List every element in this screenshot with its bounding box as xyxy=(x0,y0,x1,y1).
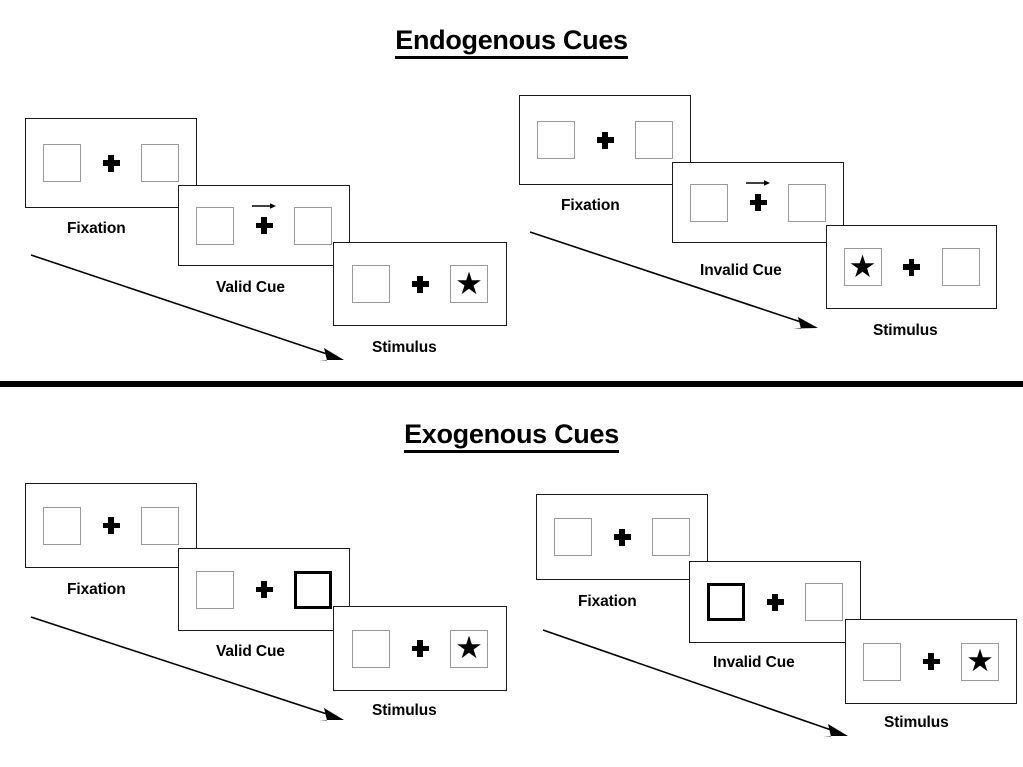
cue-arrow-right-icon xyxy=(252,202,276,209)
star-icon: ★ xyxy=(966,643,994,678)
caption-exogenous-valid-fixation: Fixation xyxy=(67,581,126,598)
box-right xyxy=(788,183,826,222)
caption-endogenous-valid-stimulus: Stimulus xyxy=(372,339,437,356)
box-left xyxy=(43,144,81,182)
caption-endogenous-valid-fixation: Fixation xyxy=(67,220,126,237)
center-slot xyxy=(899,245,925,289)
box-left xyxy=(196,570,234,609)
frame-content: ★ xyxy=(334,243,506,325)
frame-exogenous-valid-stimulus: ★ xyxy=(333,606,507,691)
frame-exogenous-valid-fixation xyxy=(25,483,197,568)
box-left xyxy=(43,506,81,545)
fixation-cross-icon xyxy=(411,275,429,293)
caption-exogenous-invalid-stimulus: Stimulus xyxy=(884,714,949,731)
box-right xyxy=(805,583,843,621)
box-right: ★ xyxy=(450,629,488,668)
frame-content: ★ xyxy=(827,226,996,308)
frame-content xyxy=(520,96,690,184)
caption-exogenous-valid-cue: Valid Cue xyxy=(216,643,285,660)
fixation-cross-icon xyxy=(596,131,614,149)
frame-content xyxy=(26,484,196,567)
cue-arrow-right-icon xyxy=(746,179,770,186)
frame-exogenous-invalid-cue xyxy=(689,561,861,643)
fixation-cross-icon xyxy=(411,640,429,657)
fixation-cross-icon xyxy=(255,217,273,234)
center-slot xyxy=(609,515,635,559)
fixation-cross-icon xyxy=(613,528,631,546)
caption-endogenous-invalid-stimulus: Stimulus xyxy=(873,322,938,339)
frame-endogenous-valid-stimulus: ★ xyxy=(333,242,507,326)
box-right xyxy=(941,248,980,286)
star-icon: ★ xyxy=(455,630,483,665)
center-slot xyxy=(745,179,771,225)
frame-content xyxy=(537,495,707,579)
caption-exogenous-invalid-fixation: Fixation xyxy=(578,593,637,610)
box-left-highlighted xyxy=(707,583,745,621)
section-title-endogenous-text: Endogenous Cues xyxy=(395,25,628,59)
frame-content xyxy=(673,163,843,242)
frame-endogenous-valid-cue xyxy=(178,185,350,266)
fixation-cross-icon xyxy=(102,517,120,534)
fixation-cross-icon xyxy=(102,154,120,172)
timeline-arrow-exogenous-invalid xyxy=(542,629,848,737)
box-right xyxy=(141,144,179,182)
box-left xyxy=(554,518,592,556)
section-divider xyxy=(0,381,1023,387)
frame-content xyxy=(26,119,196,207)
center-slot xyxy=(918,640,944,684)
caption-exogenous-invalid-cue: Invalid Cue xyxy=(713,654,795,671)
center-slot xyxy=(251,568,277,612)
box-right: ★ xyxy=(450,265,488,303)
center-slot xyxy=(98,504,124,548)
box-left xyxy=(352,265,390,303)
frame-content xyxy=(179,186,349,265)
box-left: ★ xyxy=(843,248,882,286)
frame-content xyxy=(179,549,349,630)
frame-content xyxy=(690,562,860,642)
frame-endogenous-invalid-cue xyxy=(672,162,844,243)
frame-endogenous-invalid-stimulus: ★ xyxy=(826,225,997,309)
timeline-arrow-endogenous-invalid xyxy=(529,231,818,329)
center-slot xyxy=(407,262,433,306)
box-right-highlighted xyxy=(294,570,332,609)
fixation-cross-icon xyxy=(903,258,920,276)
timeline-arrow-endogenous-valid xyxy=(30,254,344,361)
section-title-exogenous: Exogenous Cues xyxy=(0,419,1023,453)
center-slot xyxy=(98,141,124,185)
star-icon: ★ xyxy=(848,248,877,284)
box-right xyxy=(635,121,673,159)
frame-endogenous-valid-fixation xyxy=(25,118,197,208)
frame-content: ★ xyxy=(334,607,506,690)
caption-endogenous-invalid-fixation: Fixation xyxy=(561,197,620,214)
fixation-cross-icon xyxy=(922,653,940,670)
section-title-exogenous-text: Exogenous Cues xyxy=(404,419,619,453)
box-left xyxy=(863,642,901,681)
center-slot xyxy=(762,580,788,624)
box-right xyxy=(652,518,690,556)
frame-endogenous-invalid-fixation xyxy=(519,95,691,185)
center-slot xyxy=(251,202,277,248)
caption-endogenous-valid-cue: Valid Cue xyxy=(216,279,285,296)
fixation-cross-icon xyxy=(766,593,784,611)
frame-exogenous-invalid-stimulus: ★ xyxy=(845,619,1017,704)
caption-exogenous-valid-stimulus: Stimulus xyxy=(372,702,437,719)
box-left xyxy=(352,629,390,668)
center-slot xyxy=(407,627,433,671)
box-left xyxy=(537,121,575,159)
fixation-cross-icon xyxy=(255,581,273,598)
box-right xyxy=(141,506,179,545)
box-right xyxy=(294,206,332,245)
section-title-endogenous: Endogenous Cues xyxy=(0,25,1023,59)
box-right: ★ xyxy=(961,642,999,681)
caption-endogenous-invalid-cue: Invalid Cue xyxy=(700,262,782,279)
frame-exogenous-valid-cue xyxy=(178,548,350,631)
box-left xyxy=(196,206,234,245)
center-slot xyxy=(592,118,618,162)
star-icon: ★ xyxy=(455,265,483,301)
fixation-cross-icon xyxy=(749,194,767,211)
box-left xyxy=(690,183,728,222)
frame-content: ★ xyxy=(846,620,1016,703)
frame-exogenous-invalid-fixation xyxy=(536,494,708,580)
